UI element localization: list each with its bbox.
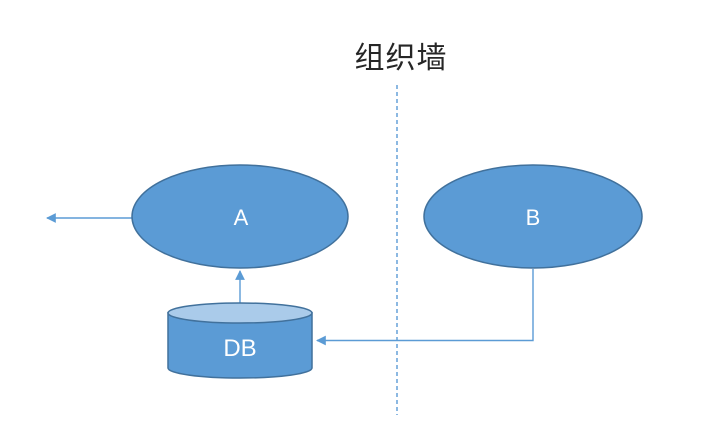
node-b-ellipse bbox=[423, 164, 643, 269]
node-db-cylinder-body bbox=[167, 312, 313, 379]
organization-wall-title: 组织墙 bbox=[354, 42, 448, 75]
node-b-label: B bbox=[525, 205, 541, 230]
node-a-label: A bbox=[233, 205, 249, 230]
node-db-cylinder-top bbox=[167, 302, 313, 324]
node-a-ellipse bbox=[131, 164, 349, 269]
node-db-label: DB bbox=[223, 335, 257, 362]
edge-b-to-db-elbow-arrow bbox=[316, 269, 534, 346]
